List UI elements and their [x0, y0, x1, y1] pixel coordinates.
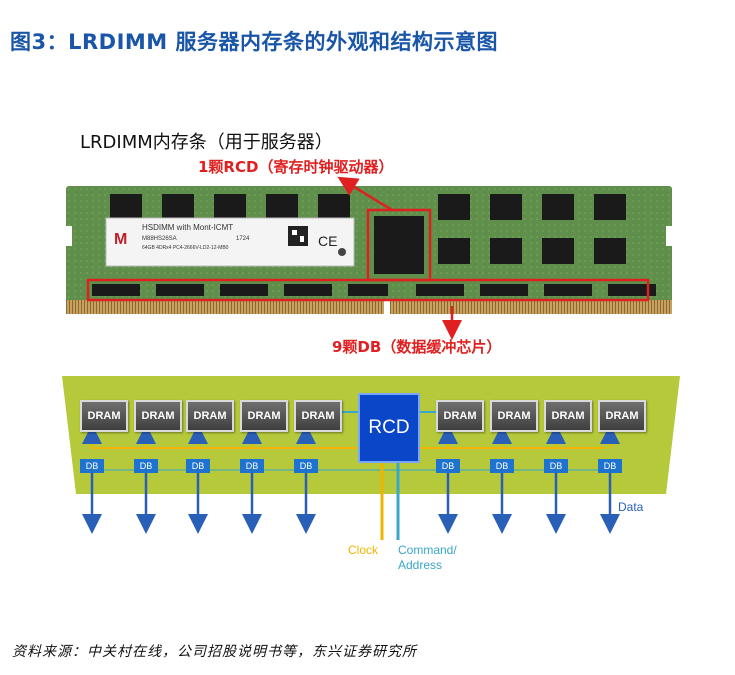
svg-text:64GB 4DRx4 PC4-2666V-LD2-12-MB: 64GB 4DRx4 PC4-2666V-LD2-12-MB0 — [142, 245, 229, 251]
photo-heading: LRDIMM内存条（用于服务器） — [80, 132, 333, 153]
svg-text:M88HS26SA: M88HS26SA — [142, 236, 177, 242]
dram-chip: DRAM — [240, 400, 288, 432]
dram-chip: DRAM — [598, 400, 646, 432]
db-chip: DB — [544, 459, 568, 473]
svg-text:HSDIMM with Mont-ICMT: HSDIMM with Mont-ICMT — [142, 223, 233, 232]
dram-chip: DRAM — [544, 400, 592, 432]
svg-text:CE: CE — [318, 233, 337, 249]
svg-text:M: M — [114, 231, 127, 248]
svg-text:1724: 1724 — [236, 236, 250, 242]
dram-chip: DRAM — [294, 400, 342, 432]
db-chip: DB — [240, 459, 264, 473]
rcd-callout: 1颗RCD（寄存时钟驱动器） — [198, 158, 394, 176]
address-label: Address — [398, 558, 443, 572]
db-chip: DB — [186, 459, 210, 473]
db-chip: DB — [490, 459, 514, 473]
figure-title: 图3：LRDIMM 服务器内存条的外观和结构示意图 — [10, 30, 499, 54]
dram-chip: DRAM — [490, 400, 538, 432]
db-chip: DB — [598, 459, 622, 473]
dram-chip: DRAM — [80, 400, 128, 432]
db-chip: DB — [436, 459, 460, 473]
db-chip: DB — [134, 459, 158, 473]
db-chip: DB — [80, 459, 104, 473]
dram-chip: DRAM — [186, 400, 234, 432]
db-callout: 9颗DB（数据缓冲芯片） — [332, 338, 502, 356]
clock-label: Clock — [348, 543, 379, 557]
command-label: Command/ — [398, 543, 457, 557]
data-label: Data — [618, 500, 644, 514]
dram-chip: DRAM — [436, 400, 484, 432]
source-note: 资料来源：中关村在线，公司招股说明书等，东兴证券研究所 — [12, 644, 417, 660]
lrdimm-module-photo: M HSDIMM with Mont-ICMT M88HS26SA 1724 6… — [66, 186, 672, 314]
dram-chip: DRAM — [134, 400, 182, 432]
rcd-chip: RCD — [358, 393, 420, 463]
db-chip: DB — [294, 459, 318, 473]
